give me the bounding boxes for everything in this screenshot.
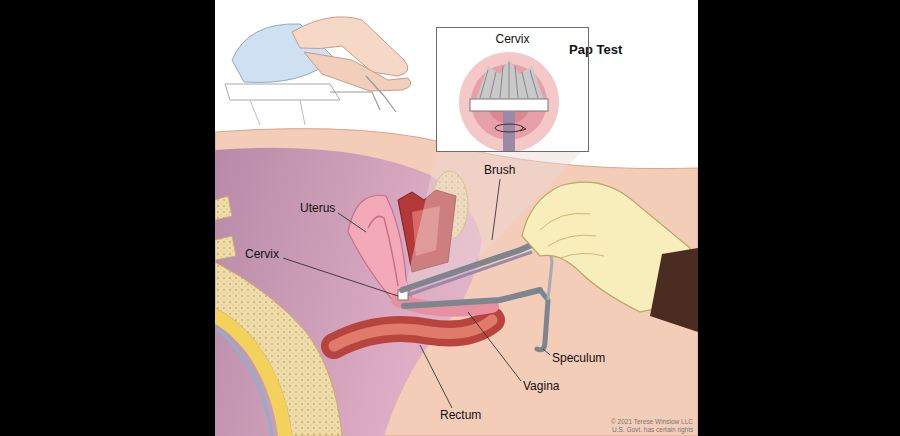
- inset-box: Cervix: [436, 27, 589, 152]
- leader-lines: [283, 179, 550, 408]
- uterine-cavity: [368, 216, 398, 286]
- brush-rod: [405, 252, 532, 296]
- rectum-lumen: [334, 320, 492, 346]
- inset-label: Cervix: [437, 28, 588, 46]
- nerve-line: [215, 328, 272, 436]
- part-label: Speculum: [552, 351, 605, 365]
- vertebra: [215, 196, 236, 260]
- patient-figure: [225, 17, 411, 125]
- spinal-band: [215, 308, 292, 436]
- cervix-closeup: [437, 28, 582, 151]
- part-label: Rectum: [440, 408, 481, 422]
- glove-fingers: [540, 213, 604, 258]
- rectum-tube: [334, 320, 492, 346]
- forearm: [650, 248, 698, 332]
- copyright-note: U.S. Govt. has certain rights: [612, 426, 693, 434]
- part-label: Uterus: [300, 201, 335, 215]
- black-bar: [698, 0, 900, 436]
- part-label: Cervix: [245, 247, 279, 261]
- part-label: Brush: [484, 163, 515, 177]
- part-label: Vagina: [523, 379, 559, 393]
- speculum-handle: [537, 290, 548, 350]
- diagram-title: Pap Test: [569, 42, 622, 58]
- body-skin: [215, 129, 698, 436]
- speculum-lower-blade: [404, 290, 540, 306]
- black-bar: [0, 0, 215, 436]
- panel-ground: [215, 0, 698, 436]
- copyright-note: © 2021 Terese Winslow LLC: [611, 418, 693, 426]
